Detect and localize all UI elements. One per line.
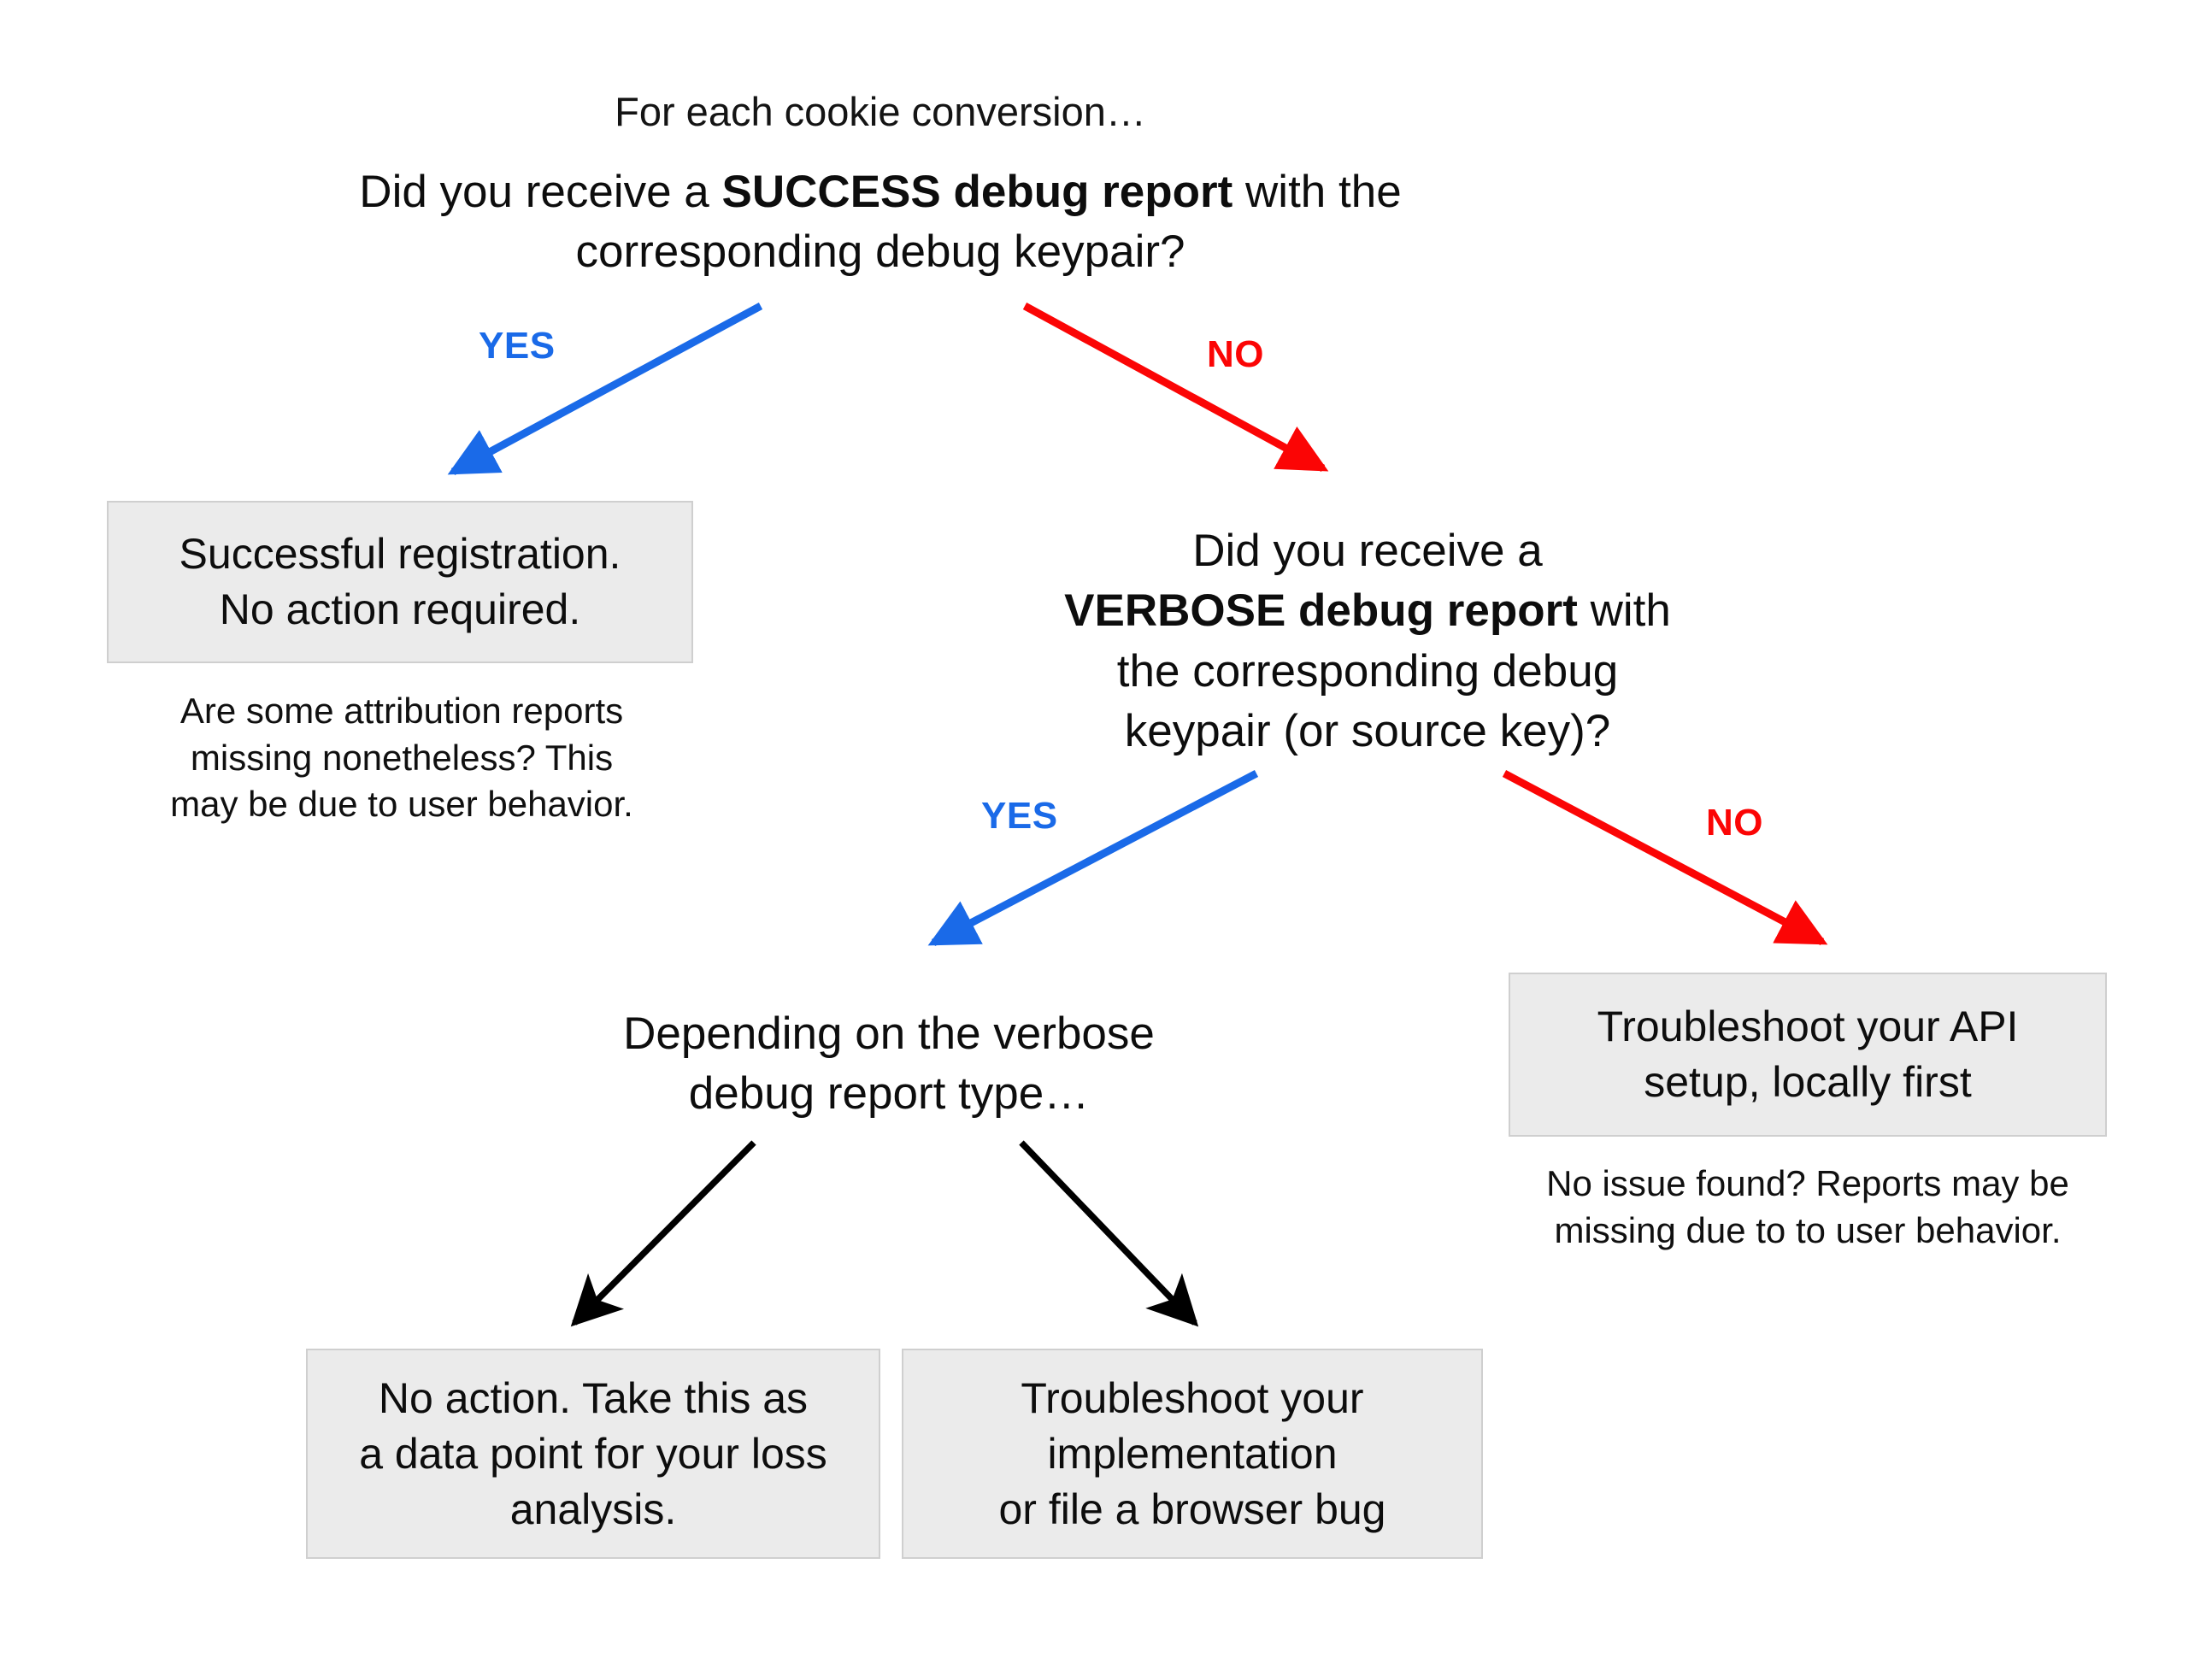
caption-attribution-reports-missing: Are some attribution reports missing non… (170, 691, 633, 825)
box-successful-registration[interactable]: Successful registration. No action requi… (107, 501, 693, 663)
arrow-branch-left (570, 1140, 756, 1327)
branch-note: Depending on the verbose debug report ty… (623, 1008, 1155, 1120)
root-question-post: with the corresponding debug keypair? (575, 167, 1402, 278)
edge-label-second-no: NO (1706, 802, 1763, 844)
edge-label-second-yes: YES (981, 795, 1058, 837)
root-question: Did you receive a SUCCESS debug report w… (282, 162, 1479, 283)
arrow-second-no (1502, 770, 1828, 945)
box-troubleshoot-api-setup[interactable]: Troubleshoot your API setup, locally fir… (1509, 973, 2107, 1137)
diagram-title: For each cookie conversion… (615, 89, 1146, 134)
second-question: Did you receive a VERBOSE debug report w… (991, 521, 1744, 762)
second-question-bold: VERBOSE debug report (1064, 585, 1578, 637)
root-question-bold: SUCCESS debug report (721, 167, 1233, 217)
caption-no-issue-found: No issue found? Reports may be missing d… (1546, 1163, 2069, 1250)
root-question-pre: Did you receive a (359, 167, 722, 217)
second-question-line1: Did you receive a (1192, 526, 1543, 576)
second-question-post: with the corresponding debug keypair (or… (1116, 585, 1671, 757)
box-no-action-loss-analysis[interactable]: No action. Take this as a data point for… (306, 1349, 880, 1559)
edge-label-root-no: NO (1207, 333, 1264, 375)
arrow-root-no (1022, 303, 1329, 472)
arrow-branch-right (1019, 1140, 1199, 1327)
edge-label-root-yes: YES (479, 325, 556, 367)
box-troubleshoot-implementation[interactable]: Troubleshoot your implementation or file… (902, 1349, 1483, 1559)
